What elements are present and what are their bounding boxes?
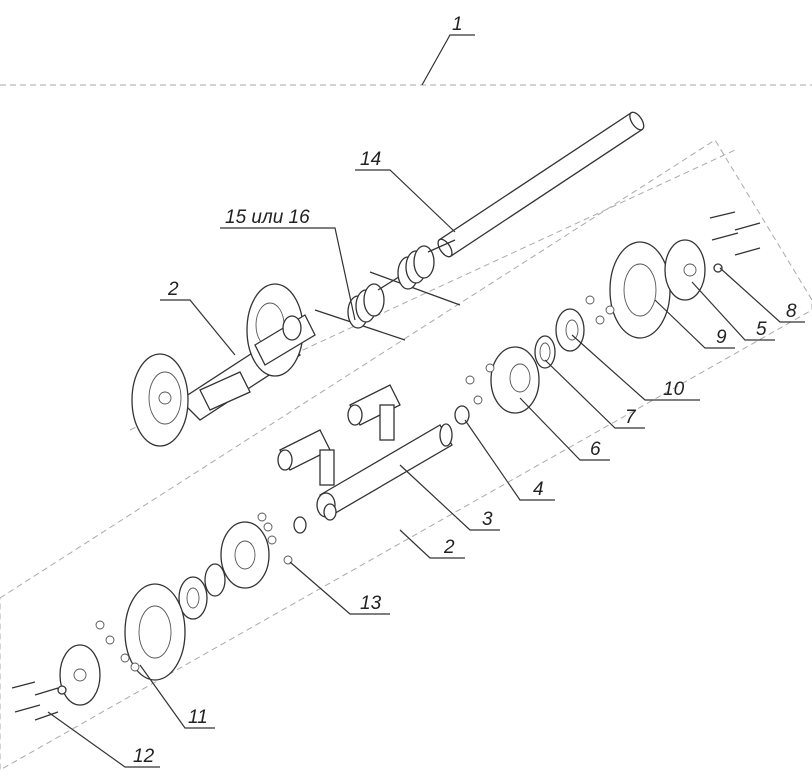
washers-left (293, 503, 337, 534)
cover-5 (664, 239, 706, 301)
callout-4: 4 (533, 479, 544, 500)
bolts-12 (11, 681, 59, 721)
wheel-9 (609, 241, 671, 339)
callout-leaders (47, 34, 805, 768)
bushing-4 (454, 405, 470, 425)
flange-6 (490, 346, 540, 414)
cover-left (57, 644, 101, 706)
shaft-14 (437, 111, 645, 258)
callout-2-bottom: 2 (443, 537, 455, 558)
wheel-left (124, 583, 186, 681)
callout-1: 1 (452, 14, 463, 35)
callout-3: 3 (482, 509, 493, 530)
spring-15 (314, 269, 411, 341)
callout-13: 13 (360, 593, 382, 614)
callout-7: 7 (625, 407, 637, 428)
bolts-8 (709, 211, 761, 273)
callout-9: 9 (716, 327, 727, 348)
seal-left (204, 563, 226, 597)
nuts-13 (257, 512, 293, 565)
callout-14: 14 (360, 149, 381, 170)
callout-15-or-16: 15 или 16 (225, 207, 310, 228)
callout-5: 5 (756, 319, 767, 340)
spring-16 (369, 239, 461, 306)
flange-left (220, 521, 270, 589)
seal-7 (534, 335, 556, 369)
bearing-10 (555, 308, 585, 352)
bearing-left (178, 576, 208, 620)
callout-10: 10 (663, 379, 685, 400)
tube-3 (277, 384, 453, 518)
nuts-11 (95, 620, 140, 672)
callout-6: 6 (590, 439, 601, 460)
callout-12: 12 (133, 746, 155, 767)
callout-2-top: 2 (167, 279, 179, 300)
roller-assembly-2 (131, 283, 316, 447)
callout-11: 11 (188, 707, 208, 728)
nuts-right (465, 295, 615, 405)
callout-8: 8 (786, 301, 797, 322)
